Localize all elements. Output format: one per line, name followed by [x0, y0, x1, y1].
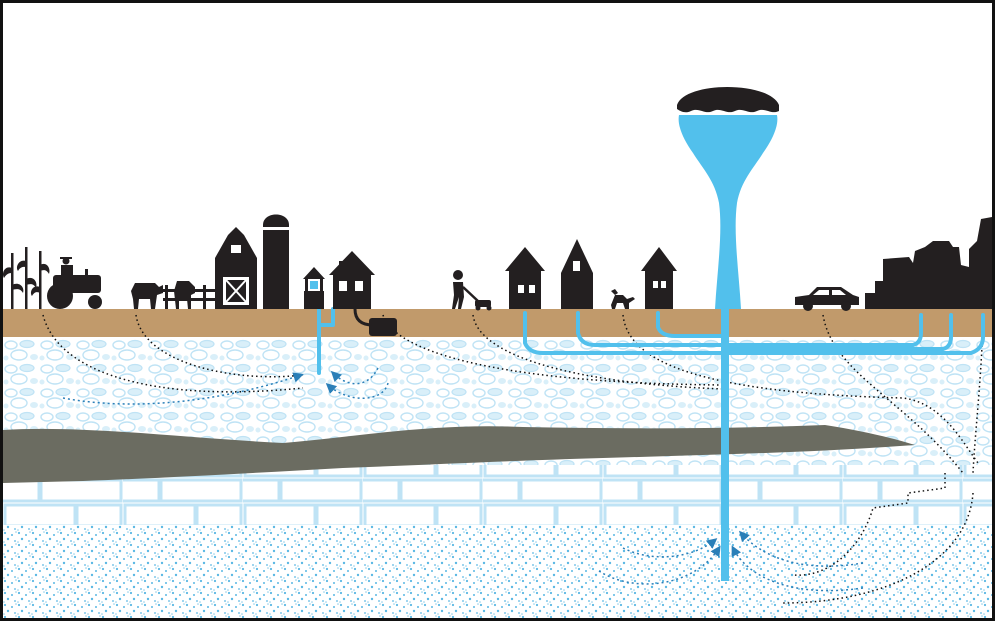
car-icon [795, 287, 859, 311]
silo-icon [261, 214, 291, 309]
water-pipes [317, 307, 985, 375]
tractor-icon [47, 257, 102, 309]
groundwater-flow-arrows [62, 367, 864, 592]
corn-crop-icon [3, 247, 50, 309]
septic-tank-icon [369, 318, 397, 336]
municipal-well-shaft [721, 309, 729, 581]
farmhouse-icon [329, 251, 375, 309]
topsoil-layer [3, 309, 992, 337]
dog-icon [611, 289, 635, 309]
house-icon [561, 239, 593, 309]
person-mowing-icon [452, 270, 492, 311]
cow-icon [131, 281, 195, 309]
sand-aquifer-layer [3, 525, 992, 618]
diagram-canvas [3, 87, 992, 618]
city-skyline-icon [865, 217, 992, 309]
water-tower-icon [677, 87, 779, 309]
house-icon [505, 247, 545, 309]
house-icon [641, 247, 677, 309]
clay-confining-layer [3, 425, 915, 483]
hand-pump-well-icon [303, 267, 325, 309]
barn-icon [215, 227, 257, 309]
